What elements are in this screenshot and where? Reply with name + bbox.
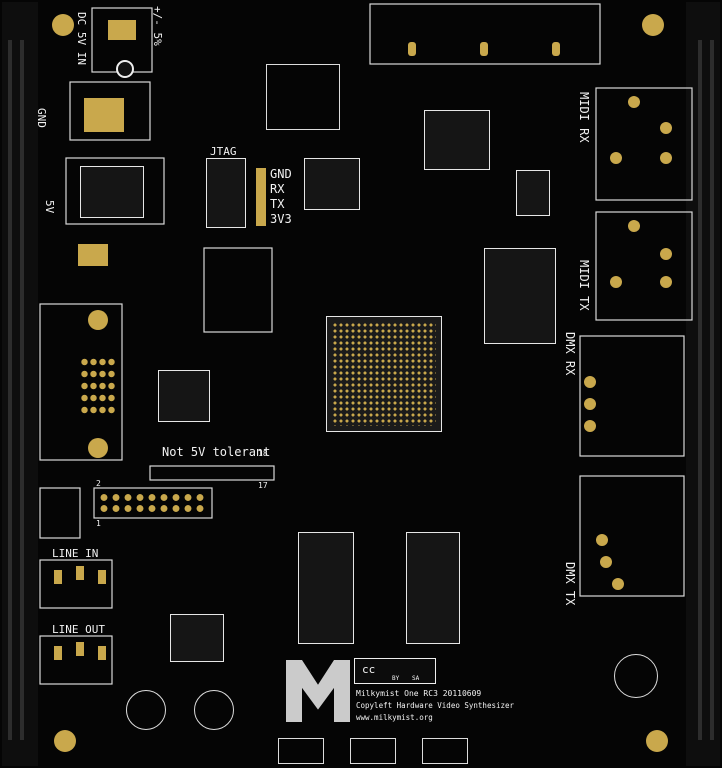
midi-tx-pin-4 xyxy=(660,276,672,288)
mounting-hole-bottom-left xyxy=(54,730,76,752)
capacitor-c24 xyxy=(194,690,234,730)
serial-label-3v3: 3V3 xyxy=(270,212,292,226)
dmx-rx-pin-1 xyxy=(584,376,596,388)
dc-jack-pad xyxy=(108,20,136,40)
regulator-chip xyxy=(80,166,144,218)
board-tagline: Copyleft Hardware Video Synthesizer xyxy=(356,701,515,710)
expansion-pin-17: 17 xyxy=(258,481,268,490)
mounting-hole-bottom-right xyxy=(646,730,668,752)
line-out-pad-1 xyxy=(54,646,62,660)
fpga-ball-grid xyxy=(332,322,436,426)
expansion-pin-2: 2 xyxy=(96,479,101,488)
usb-controller-chip xyxy=(304,158,360,210)
midi-rx-label: MIDI RX xyxy=(577,92,591,143)
midi-rx-pin-2 xyxy=(660,122,672,134)
line-in-pad-1 xyxy=(54,570,62,584)
vga-mount-bottom xyxy=(88,438,108,458)
ethernet-magnetics xyxy=(266,64,340,130)
expansion-warning: Not 5V tolerant xyxy=(162,445,271,459)
jtag-label: JTAG xyxy=(210,145,237,158)
line-in-pad-2 xyxy=(76,566,84,580)
switch-sw2[interactable] xyxy=(350,738,396,764)
video-in-pad-2 xyxy=(480,42,488,56)
midi-tx-pin-2 xyxy=(660,248,672,260)
expansion-pin-1: 1 xyxy=(96,519,101,528)
cc-label: cc xyxy=(362,663,376,676)
dmx-tx-pin-1 xyxy=(596,534,608,546)
board-url: www.milkymist.org xyxy=(356,713,433,722)
line-in-label: LINE IN xyxy=(52,547,99,560)
line-out-pad-2 xyxy=(76,642,84,656)
mounting-hole-top-left xyxy=(52,14,74,36)
video-in-pad-3 xyxy=(552,42,560,56)
line-in-pad-3 xyxy=(98,570,106,584)
video-decoder-chip xyxy=(424,110,490,170)
expansion-pin-18: 18 xyxy=(258,449,268,458)
ac97-chip xyxy=(170,614,224,662)
capacitor-c178 xyxy=(614,654,658,698)
midi-rx-pin-1 xyxy=(628,96,640,108)
board-name: Milkymist One RC3 20110609 xyxy=(356,689,482,698)
polarity-label: +/- 5% xyxy=(151,6,164,46)
capacitor-c23 xyxy=(126,690,166,730)
dmx-rx-pin-2 xyxy=(584,398,596,410)
audio-codec-chip xyxy=(158,370,210,422)
gnd-label: GND xyxy=(35,108,48,128)
by-label: BY xyxy=(392,675,400,682)
jtag-header xyxy=(206,158,246,228)
serial-label-rx: RX xyxy=(270,182,285,196)
dmx-tx-pin-2 xyxy=(600,556,612,568)
switch-sw1[interactable] xyxy=(278,738,324,764)
oscillator-chip xyxy=(516,170,550,216)
midi-tx-pin-3 xyxy=(610,276,622,288)
sdram-chip-2 xyxy=(406,532,460,644)
sa-label: SA xyxy=(412,675,420,682)
vga-pin-grid xyxy=(80,356,116,414)
switch-sw3[interactable] xyxy=(422,738,468,764)
dmx-tx-label: DMX TX xyxy=(563,562,577,606)
expansion-header-pins xyxy=(98,492,208,514)
midi-rx-pin-3 xyxy=(610,152,622,164)
ethernet-phy-chip xyxy=(484,248,556,344)
cc-license-badge xyxy=(354,658,436,684)
dmx-rx-pin-3 xyxy=(584,420,596,432)
power-label: DC 5V IN xyxy=(75,12,88,65)
sdram-chip-1 xyxy=(298,532,354,644)
dmx-rx-label: DMX RX xyxy=(563,332,577,376)
power-pad xyxy=(84,98,124,132)
line-out-pad-3 xyxy=(98,646,106,660)
serial-pads xyxy=(256,168,266,226)
mounting-hole-top-right xyxy=(642,14,664,36)
serial-label-tx: TX xyxy=(270,197,285,211)
power-switch-icon xyxy=(116,60,134,78)
v5-label: 5V xyxy=(43,200,56,214)
line-out-label: LINE OUT xyxy=(52,623,105,636)
midi-tx-label: MIDI TX xyxy=(577,260,591,311)
vga-mount-top xyxy=(88,310,108,330)
serial-label-gnd: GND xyxy=(270,167,292,181)
dmx-tx-pin-3 xyxy=(612,578,624,590)
video-in-pad-1 xyxy=(408,42,416,56)
midi-rx-pin-4 xyxy=(660,152,672,164)
midi-tx-pin-1 xyxy=(628,220,640,232)
regulator-pad-1 xyxy=(78,244,108,266)
